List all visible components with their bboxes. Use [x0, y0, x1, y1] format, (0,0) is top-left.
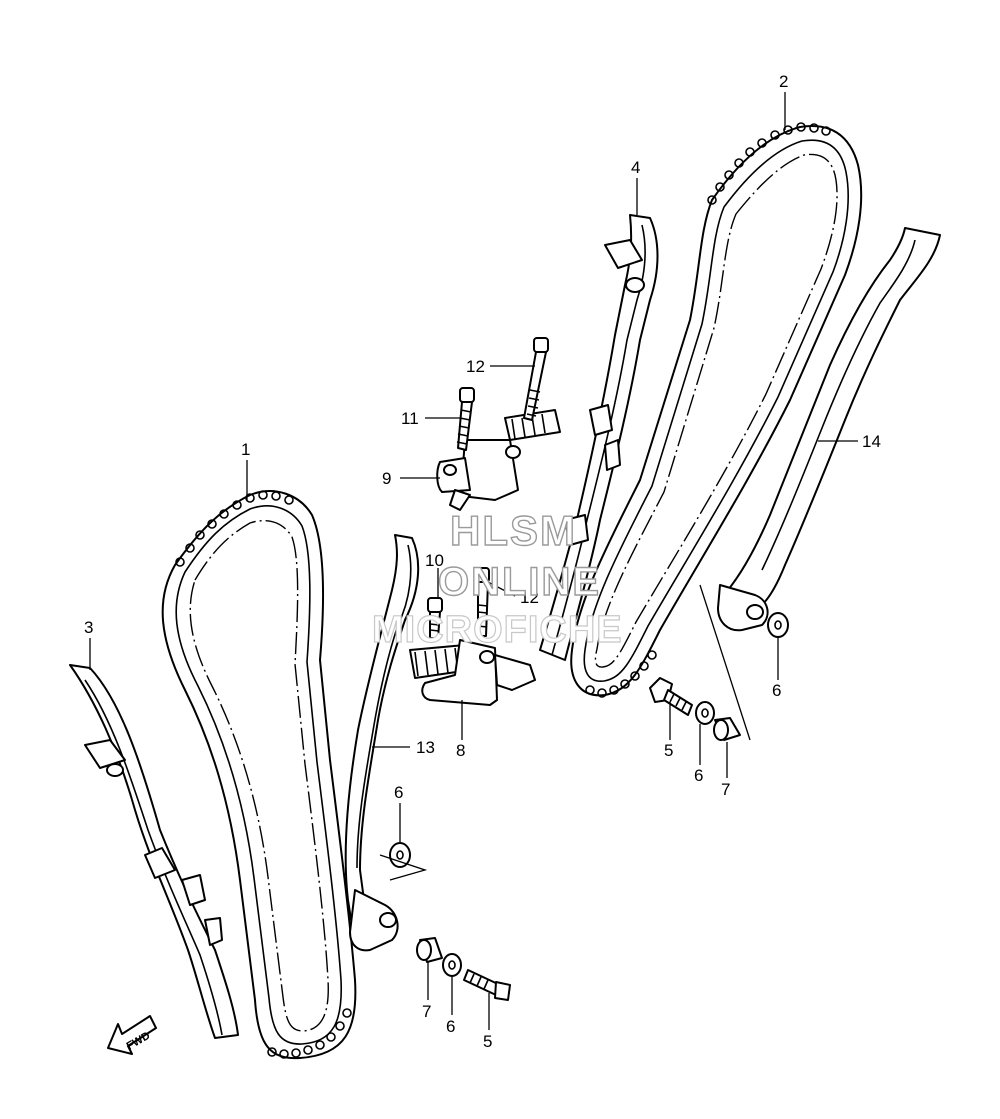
leader-lines	[89, 92, 858, 1030]
fwd-arrow-icon: FWD	[107, 1015, 157, 1055]
bolt-12-upper[interactable]	[523, 337, 549, 421]
chain-guide-right[interactable]	[539, 214, 659, 661]
collar-7-right[interactable]	[713, 717, 741, 741]
tensioner-arm-right[interactable]	[717, 227, 941, 632]
watermark-line-2: ONLINE	[438, 560, 601, 604]
callout-13: 13	[416, 738, 435, 757]
tensioner-adjuster-lower[interactable]	[409, 639, 536, 706]
callout-5-left: 5	[483, 1032, 492, 1051]
callout-7-right: 7	[721, 780, 730, 799]
callout-12-upper: 12	[466, 357, 485, 376]
bolt-11[interactable]	[456, 387, 475, 451]
bolt-10[interactable]	[427, 597, 443, 639]
callout-6-upper-right: 6	[772, 681, 781, 700]
watermark-line-1: HLSM	[450, 507, 577, 554]
callout-7-left: 7	[422, 1002, 431, 1021]
callout-10: 10	[425, 551, 444, 570]
bolt-12-lower[interactable]	[474, 567, 490, 637]
bolt-5-right[interactable]	[649, 677, 693, 716]
assembly-reference-lines	[379, 584, 751, 881]
callout-11: 11	[401, 409, 419, 428]
washer-6-left-lower[interactable]	[442, 953, 462, 977]
callout-1: 1	[241, 440, 250, 459]
cam-chain-right[interactable]	[570, 122, 863, 698]
watermark: HLSM ONLINE MICROFICHE	[371, 506, 623, 651]
callout-3: 3	[84, 618, 93, 637]
callout-4: 4	[631, 158, 640, 177]
washer-6-upper-right[interactable]	[767, 612, 789, 638]
collar-7-left[interactable]	[416, 937, 443, 963]
bolt-5-left[interactable]	[463, 969, 511, 1001]
callout-5-right: 5	[664, 741, 673, 760]
chain-guide-left[interactable]	[69, 664, 239, 1039]
callout-6-left-upper: 6	[394, 783, 403, 802]
callout-6-right: 6	[694, 766, 703, 785]
callout-2: 2	[779, 72, 788, 91]
callout-9: 9	[382, 469, 391, 488]
tensioner-adjuster-upper[interactable]	[436, 409, 561, 511]
callout-12-lower: 12	[520, 588, 539, 607]
tensioner-arm-left[interactable]	[344, 534, 420, 952]
callout-8: 8	[456, 741, 465, 760]
callout-14: 14	[862, 432, 881, 451]
washer-6-right[interactable]	[695, 701, 715, 725]
cam-chain-left[interactable]	[161, 490, 357, 1060]
watermark-line-3: MICROFICHE	[372, 609, 623, 651]
callout-6-left-lower: 6	[446, 1017, 455, 1036]
